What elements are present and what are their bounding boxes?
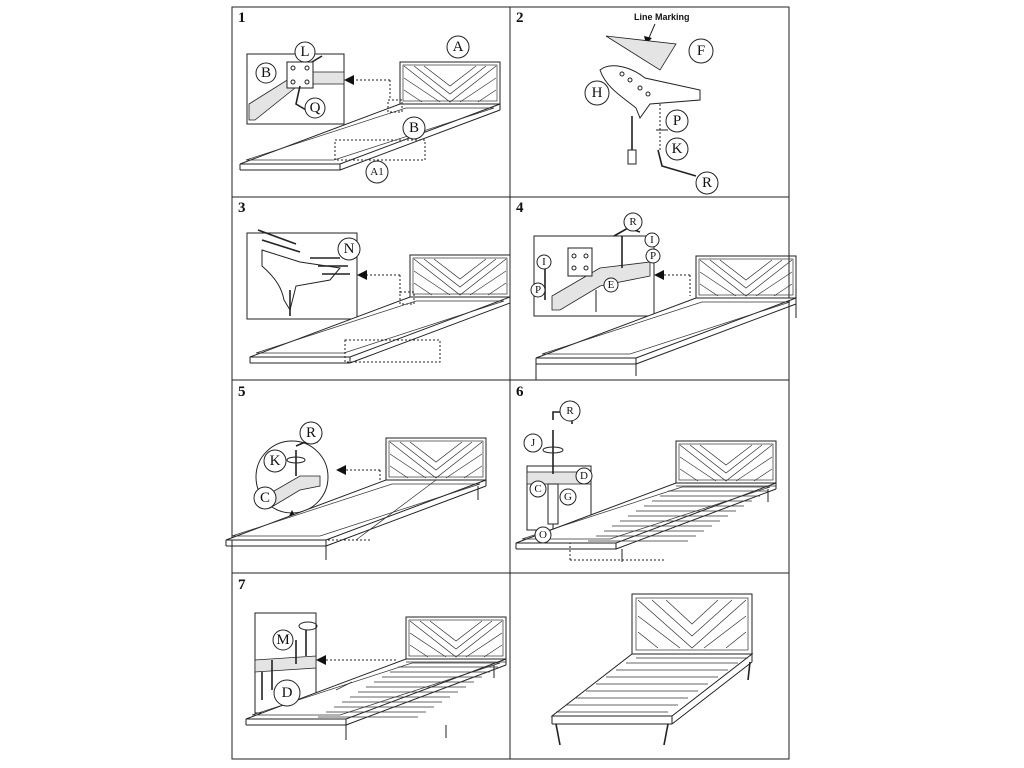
step-3-panel: 3 N (238, 200, 511, 364)
part-label: D (580, 470, 588, 482)
part-label: O (539, 529, 547, 541)
part-label: Q (310, 100, 321, 116)
part-label: P (673, 113, 681, 129)
part-label: R (629, 216, 637, 228)
part-label: G (564, 491, 572, 503)
step-number: 6 (516, 384, 524, 400)
mounting-plate (605, 35, 677, 71)
final-assembled-bed (550, 593, 754, 746)
step-number: 5 (238, 384, 246, 400)
part-label: A1 (370, 166, 383, 178)
part-label: R (566, 405, 574, 417)
part-label: K (672, 141, 683, 157)
part-label: N (344, 241, 355, 257)
part-label: C (534, 483, 541, 495)
part-label: F (697, 43, 705, 59)
step-number: 7 (238, 577, 246, 593)
step-number: 2 (516, 10, 524, 26)
step-number: 1 (238, 10, 246, 26)
part-label: R (702, 175, 712, 191)
step-4-panel: 4 R I P I P E (516, 200, 797, 380)
part-label: I (650, 234, 654, 246)
step-number: 4 (516, 200, 524, 216)
part-label: P (535, 284, 541, 296)
screw-icon (257, 229, 297, 245)
part-label: E (608, 279, 615, 291)
step-6-panel: 6 R J D C G O (515, 384, 777, 562)
step-number: 3 (238, 200, 246, 216)
part-label: I (542, 256, 546, 268)
part-label: L (300, 44, 309, 60)
bed-leg (599, 65, 701, 120)
step-1-panel: 1 A B L B Q A1 (238, 10, 501, 184)
line-marking-caption: Line Marking (634, 12, 690, 22)
bed-leg (261, 249, 341, 312)
part-label: H (592, 85, 603, 101)
allen-key-icon (295, 85, 307, 111)
detail-inset (533, 235, 655, 317)
part-label: M (276, 632, 289, 648)
allen-key-icon (657, 149, 697, 177)
part-label: J (531, 437, 536, 449)
step-7-panel: 7 M D (238, 577, 507, 740)
part-label: R (306, 425, 316, 441)
step-2-panel: 2 Line Marking F H P K R (516, 10, 719, 195)
part-label: A (453, 39, 464, 55)
part-label: B (409, 120, 419, 136)
panel-grid (231, 6, 790, 760)
step-5-panel: 5 R K C (225, 384, 487, 560)
part-label: C (260, 490, 270, 506)
part-label: D (282, 685, 293, 701)
part-label: P (650, 250, 656, 262)
detail-inset (246, 232, 358, 320)
part-label: B (261, 65, 271, 81)
bracket-plate (567, 247, 593, 277)
bracket-plate (286, 61, 314, 89)
part-label: K (270, 453, 281, 469)
